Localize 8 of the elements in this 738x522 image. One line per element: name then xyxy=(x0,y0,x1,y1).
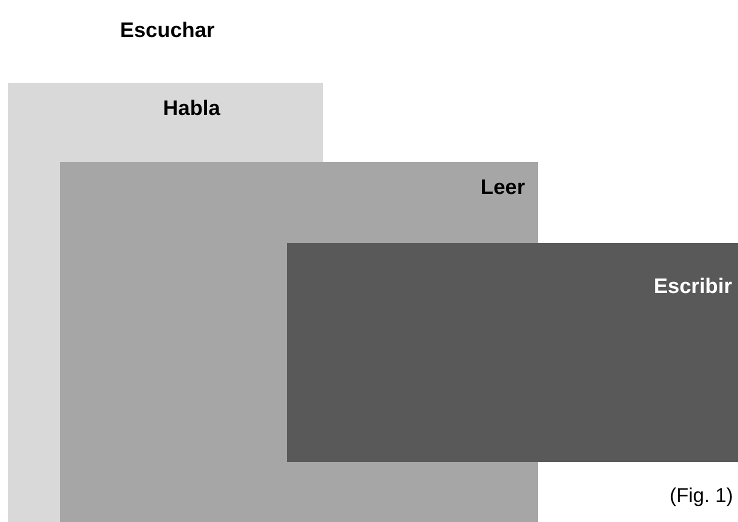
panel xyxy=(287,243,738,462)
panel-title: Escribir xyxy=(654,275,732,299)
panel-title: Habla xyxy=(163,97,220,121)
heading-label: Escuchar xyxy=(120,19,215,43)
panel xyxy=(60,162,538,243)
panel-title: Leer xyxy=(480,176,525,200)
panel xyxy=(8,83,323,162)
figure-caption: (Fig. 1) xyxy=(670,485,733,508)
